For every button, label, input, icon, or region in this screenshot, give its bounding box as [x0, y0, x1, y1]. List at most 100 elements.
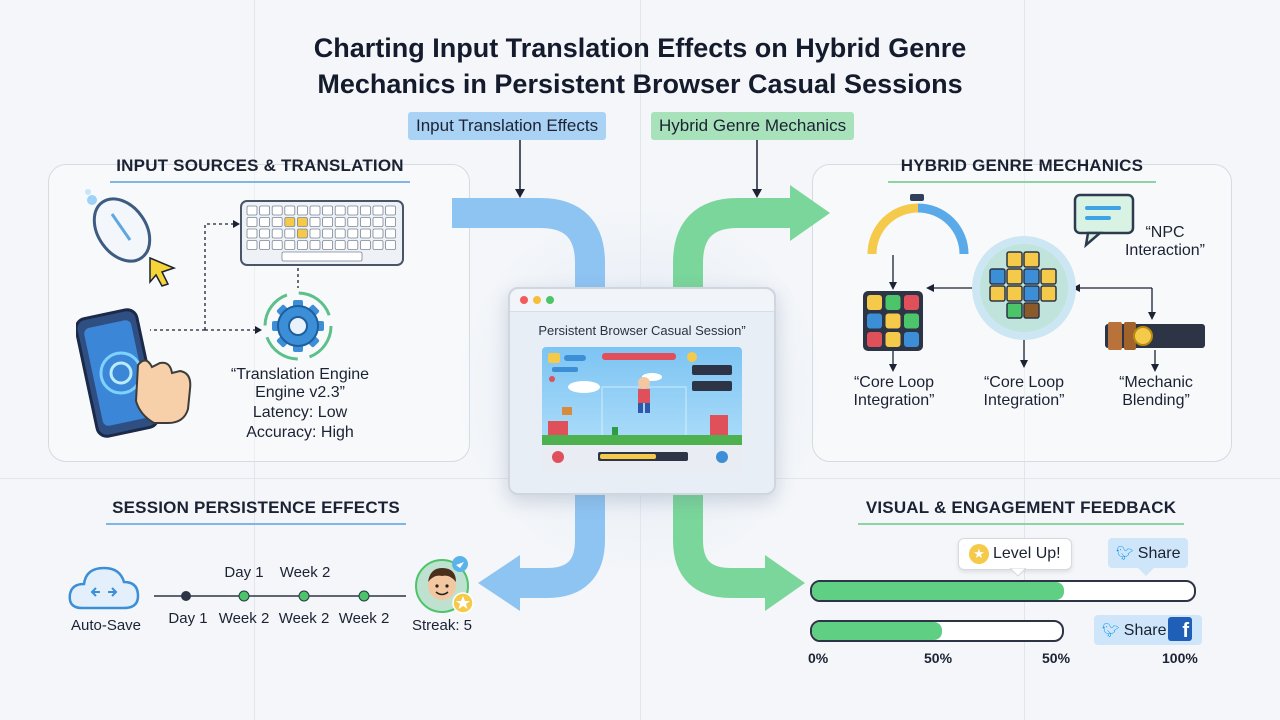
blue-arrowhead	[478, 555, 520, 611]
keyboard-key	[246, 240, 258, 250]
keyboard-key	[259, 217, 271, 227]
keyboard-key	[297, 228, 308, 239]
grid-tile	[904, 295, 919, 310]
level-up-text: Level Up!	[993, 545, 1061, 562]
keyboard-key	[372, 205, 384, 216]
keyboard-key	[360, 217, 371, 227]
inventory-bar-icon	[1105, 322, 1205, 350]
puzzle-cell	[1040, 268, 1057, 285]
game-viewport	[542, 347, 742, 471]
keyboard-key	[334, 240, 346, 250]
chat-bubble-icon	[1073, 193, 1135, 248]
npc-label: “NPC Interaction”	[1110, 224, 1220, 260]
green-arrowhead-lower	[765, 555, 805, 611]
keyboard-key	[322, 240, 333, 250]
engine-label-line-1: “Translation Engine	[230, 366, 370, 383]
grid-tile	[885, 295, 901, 310]
hybrid-panel-title: HYBRID GENRE MECHANICS	[888, 156, 1156, 183]
keyboard-key	[259, 240, 271, 250]
progress-fill-2	[812, 622, 942, 640]
timeline-node-1	[181, 591, 191, 601]
blue-flow-upper	[452, 198, 605, 300]
level-up-pointer	[1010, 568, 1026, 577]
gear-icon	[263, 291, 333, 361]
share-pointer	[1138, 568, 1154, 576]
core-loop-left-line-1: “Core Loop	[853, 374, 935, 391]
timeline-upper-label-2: Week 2	[279, 564, 331, 581]
star-badge-icon	[452, 592, 474, 614]
puzzle-block-icon	[972, 236, 1076, 340]
mechanic-blending-line-2: Blending”	[1122, 392, 1190, 409]
tag-input-translation: Input Translation Effects	[408, 112, 607, 140]
puzzle-cell	[1006, 285, 1023, 302]
keyboard-key	[297, 240, 308, 250]
maximize-dot	[546, 296, 554, 304]
keyboard-key	[271, 228, 283, 239]
grid-tile	[867, 313, 882, 329]
timeline-node-4	[358, 590, 370, 602]
keyboard-key	[309, 240, 321, 250]
timeline-label-3: Week 2	[278, 610, 330, 627]
puzzle-cell	[1023, 302, 1040, 319]
core-loop-label-left: “Core Loop Integration”	[832, 374, 956, 410]
keyboard-key	[372, 228, 384, 239]
browser-window: Persistent Browser Casual Session”	[508, 287, 776, 495]
green-flow-upper	[673, 198, 790, 300]
grid-tile	[904, 332, 919, 347]
mechanic-blending-line-1: “Mechanic	[1119, 374, 1193, 391]
close-dot	[520, 296, 528, 304]
keyboard-key	[271, 205, 283, 216]
twitter-bird-icon: 🐦︎	[1102, 622, 1120, 638]
keyboard-key	[271, 240, 283, 250]
keyboard-key	[284, 228, 296, 239]
keyboard-key	[372, 240, 384, 250]
puzzle-cell	[1023, 251, 1040, 268]
keyboard-key	[334, 217, 346, 227]
browser-session-title: Persistent Browser Casual Session”	[538, 323, 746, 338]
keyboard-key	[246, 205, 258, 216]
keyboard-key	[322, 228, 333, 239]
keyboard-key	[309, 228, 321, 239]
share-button-1[interactable]: 🐦︎Share	[1108, 538, 1189, 568]
keyboard-key	[284, 240, 296, 250]
engine-label: “Translation Engine Engine v2.3” Latency…	[210, 366, 390, 442]
engine-label-line-2: Engine v2.3”	[255, 384, 345, 401]
timeline-label-1: Day 1	[168, 610, 208, 627]
keyboard-key	[297, 205, 308, 216]
keyboard-key	[372, 217, 384, 227]
keyboard-key	[297, 217, 308, 227]
keyboard-key	[259, 228, 271, 239]
progress-bar-1	[810, 580, 1196, 602]
keyboard-key	[246, 217, 258, 227]
keyboard-key	[322, 217, 333, 227]
keyboard-key	[347, 240, 359, 250]
facebook-icon[interactable]: f	[1168, 617, 1192, 642]
keyboard-key	[281, 251, 363, 262]
timeline-node-3	[298, 590, 310, 602]
keyboard-key	[309, 205, 321, 216]
game-scene	[542, 352, 742, 471]
puzzle-cell	[1023, 268, 1040, 285]
page-title: Charting Input Translation Effects on Hy…	[0, 30, 1280, 102]
keyboard-key	[360, 228, 371, 239]
session-panel-title: SESSION PERSISTENCE EFFECTS	[106, 498, 406, 525]
autosave-label: Auto-Save	[70, 617, 142, 634]
progress-bar-2	[810, 620, 1064, 642]
puzzle-cell	[1023, 285, 1040, 302]
core-loop-left-line-2: Integration”	[853, 392, 935, 409]
grid-tile	[904, 313, 919, 329]
puzzle-cell	[1006, 302, 1023, 319]
npc-label-line-1: “NPC	[1145, 224, 1185, 241]
green-flow-lower	[673, 480, 765, 598]
keyboard-key	[259, 205, 271, 216]
timer-arc-icon	[867, 194, 969, 255]
timeline-label-4: Week 2	[338, 610, 390, 627]
timeline-node-2	[238, 590, 250, 602]
minimize-dot	[533, 296, 541, 304]
mechanic-blending-label: “Mechanic Blending”	[1094, 374, 1218, 410]
share-button-2-label: Share	[1123, 622, 1167, 639]
keyboard-key	[385, 240, 397, 250]
puzzle-cell	[1040, 285, 1057, 302]
axis-label-3: 100%	[1162, 650, 1198, 666]
feedback-panel-title: VISUAL & ENGAGEMENT FEEDBACK	[858, 498, 1184, 525]
